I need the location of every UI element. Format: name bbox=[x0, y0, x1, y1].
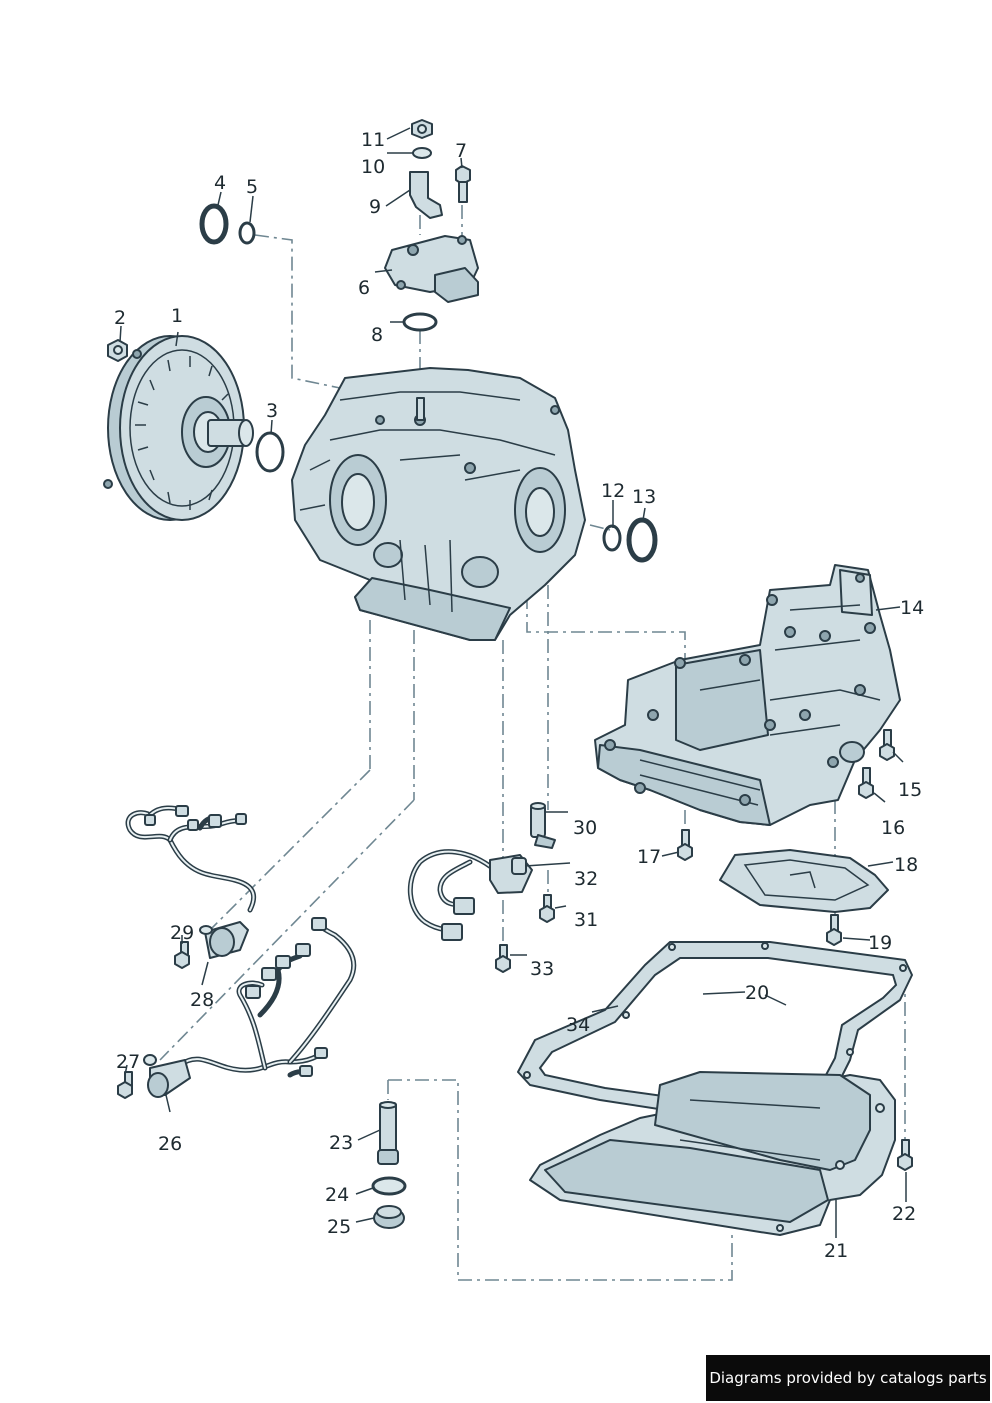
part-15-bolt bbox=[879, 729, 895, 761]
part-32-sensor-harness bbox=[407, 849, 533, 941]
part-31-bolt bbox=[539, 894, 555, 923]
label-17: 17 bbox=[637, 846, 661, 868]
footer-text: Diagrams provided by catalogs parts bbox=[709, 1369, 987, 1387]
part-7-bolt bbox=[455, 165, 471, 203]
label-34: 34 bbox=[566, 1014, 590, 1036]
part-12-oring bbox=[602, 524, 622, 552]
label-33: 33 bbox=[530, 958, 554, 980]
part-26-speed-sensor bbox=[143, 1054, 191, 1098]
part-18-filter bbox=[719, 849, 889, 913]
label-16: 16 bbox=[881, 817, 905, 839]
part-17-bolt bbox=[677, 829, 693, 861]
part-3-seal bbox=[255, 431, 285, 473]
part-8-oring bbox=[402, 312, 438, 332]
label-8: 8 bbox=[371, 324, 383, 346]
label-5: 5 bbox=[246, 176, 258, 198]
label-29: 29 bbox=[170, 922, 194, 944]
part-21-oil-pan bbox=[529, 1071, 896, 1236]
wiring-harness-lower bbox=[177, 917, 357, 1078]
label-13: 13 bbox=[632, 486, 656, 508]
label-1: 1 bbox=[171, 305, 183, 327]
part-4-ring bbox=[199, 203, 229, 245]
label-4: 4 bbox=[214, 172, 226, 194]
label-9: 9 bbox=[369, 196, 381, 218]
label-22: 22 bbox=[892, 1203, 916, 1225]
part-9-lever bbox=[409, 171, 443, 219]
label-30: 30 bbox=[573, 817, 597, 839]
label-26: 26 bbox=[158, 1133, 182, 1155]
part-33-bolt bbox=[495, 944, 511, 973]
torque-converter bbox=[103, 335, 254, 521]
part-24-washer bbox=[371, 1176, 407, 1196]
part-16-bolt bbox=[858, 767, 874, 799]
part-22-bolt bbox=[897, 1139, 913, 1171]
part-27-bolt bbox=[117, 1071, 133, 1099]
part-13-seal bbox=[626, 517, 658, 563]
label-6: 6 bbox=[358, 277, 370, 299]
label-15: 15 bbox=[898, 779, 922, 801]
transmission-housing bbox=[291, 367, 586, 641]
label-2: 2 bbox=[114, 307, 126, 329]
callout-labels: 1 2 3 4 5 6 7 8 9 10 11 12 13 14 15 16 1… bbox=[114, 129, 924, 1262]
part-23-tube bbox=[377, 1101, 399, 1165]
part-2-nut bbox=[107, 339, 128, 362]
label-32: 32 bbox=[574, 868, 598, 890]
label-10: 10 bbox=[361, 156, 385, 178]
label-3: 3 bbox=[266, 400, 278, 422]
part-11-nut bbox=[411, 119, 433, 139]
part-5-oring bbox=[238, 221, 256, 245]
part-30-sensor bbox=[530, 802, 556, 849]
label-23: 23 bbox=[329, 1132, 353, 1154]
label-11: 11 bbox=[361, 129, 385, 151]
label-25: 25 bbox=[327, 1216, 351, 1238]
leader-lines bbox=[119, 127, 907, 1238]
label-24: 24 bbox=[325, 1184, 349, 1206]
part-28-speed-sensor bbox=[199, 921, 249, 959]
part-6-range-sensor bbox=[384, 235, 479, 303]
wiring-harness-upper bbox=[125, 805, 257, 913]
part-19-bolt bbox=[826, 914, 842, 946]
label-19: 19 bbox=[868, 932, 892, 954]
label-31: 31 bbox=[574, 909, 598, 931]
label-7: 7 bbox=[455, 140, 467, 162]
label-18: 18 bbox=[894, 854, 918, 876]
part-29-bolt bbox=[174, 941, 190, 969]
label-28: 28 bbox=[190, 989, 214, 1011]
footer-badge: Diagrams provided by catalogs parts bbox=[706, 1355, 990, 1401]
label-14: 14 bbox=[900, 597, 924, 619]
valve-body bbox=[594, 564, 901, 826]
label-12: 12 bbox=[601, 480, 625, 502]
label-20: 20 bbox=[745, 982, 769, 1004]
part-25-plug bbox=[373, 1205, 405, 1229]
part-10-washer bbox=[412, 147, 432, 159]
label-21: 21 bbox=[824, 1240, 848, 1262]
label-27: 27 bbox=[116, 1051, 140, 1073]
